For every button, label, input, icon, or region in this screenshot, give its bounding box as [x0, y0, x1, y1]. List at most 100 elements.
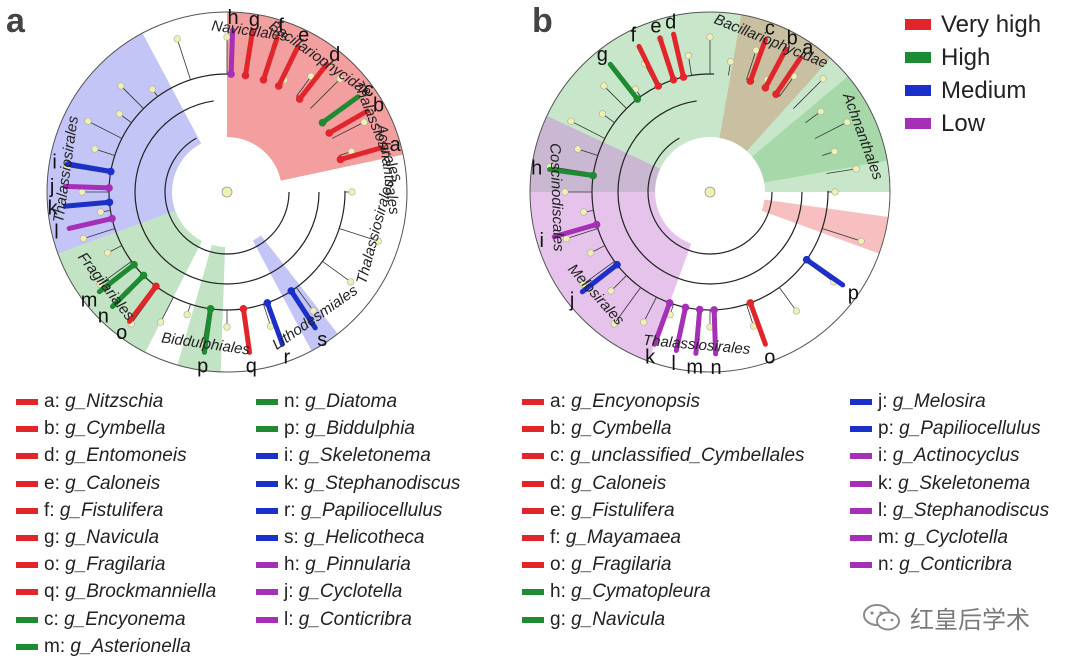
legend-item: i: g_Actinocyclus	[850, 444, 1020, 468]
legend-genus: g_Pinnularia	[305, 554, 411, 576]
legend-item: g: g_Navicula	[522, 608, 665, 632]
panel-a-biomarker-node-b	[325, 129, 333, 137]
panel-b-branch	[570, 120, 606, 139]
panel-b-biomarker-label-g: g	[597, 44, 608, 66]
legend-genus: g_Conticribra	[899, 554, 1013, 576]
panel-a-biomarker-node-o	[152, 282, 160, 291]
panel-a-biomarker-bar-k	[63, 199, 112, 209]
panel-b-biomarker-node-n	[710, 306, 718, 314]
legend-genus: g_Asterionella	[70, 635, 191, 657]
legend-swatch	[16, 507, 38, 514]
legend-swatch	[522, 616, 544, 623]
panel-b-biomarker-label-c: c	[765, 18, 775, 40]
panel-a-outer-ring	[46, 11, 408, 373]
legend-item: q: g_Brockmanniella	[16, 580, 216, 604]
panel-a-biomarker-node-q	[239, 305, 248, 313]
legend-swatch	[850, 399, 872, 405]
panel-b-branch	[582, 261, 615, 285]
legend-item: c: g_Encyonema	[16, 608, 186, 632]
panel-a-biomarker-node-g	[241, 71, 250, 80]
panel-b-leaf-node	[600, 82, 608, 90]
legend-item: b: g_Cymbella	[16, 417, 165, 441]
legend-swatch	[256, 562, 278, 569]
watermark: 红皇后学术	[862, 600, 1030, 635]
panel-a-clade-sector-2	[245, 22, 355, 154]
legend-genus: g_Navicula	[571, 608, 666, 630]
panel-a-biomarker-label-g: g	[249, 9, 260, 31]
panel-b-tree-arc-0	[647, 129, 773, 255]
legend-genus: g_Cymatopleura	[571, 581, 711, 603]
legend-swatch	[850, 562, 872, 569]
legend-code: l:	[284, 608, 299, 630]
panel-b-biomarker-node-e	[669, 75, 678, 84]
panel-a-branch	[322, 261, 352, 283]
panel-b-leaf-node	[561, 188, 569, 196]
panel-a-leaf-node	[360, 118, 368, 126]
legend-genus: g_Fragilaria	[571, 554, 672, 576]
panel-b-biomarker-label-k: k	[645, 346, 656, 368]
panel-a-leaf-node	[84, 117, 92, 125]
panel-a-biomarker-label-q: q	[246, 355, 257, 377]
panel-a-leaf-node	[157, 318, 165, 326]
panel-b-branch	[613, 287, 641, 325]
panel-b-leaf-node	[567, 117, 575, 125]
panel-b-leaf-node	[574, 145, 582, 153]
panel-b-leaf-node	[607, 287, 615, 295]
panel-a-branch	[99, 261, 132, 285]
panel-b-tree-arc-1	[617, 99, 803, 285]
panel-b-biomarker-bar-h	[547, 166, 596, 179]
legend-item: k: g_Skeletonema	[850, 472, 1030, 496]
panel-b-biomarker-label-o: o	[764, 346, 775, 368]
legend-code: n:	[878, 554, 900, 576]
panel-b-biomarker-bar-f	[636, 43, 661, 89]
legend-genus: g_Caloneis	[571, 472, 667, 494]
panel-a-biomarker-node-n	[139, 271, 148, 280]
panel-a-tree-arc-1	[134, 99, 320, 285]
legend-genus: g_Brockmanniella	[65, 581, 217, 603]
legend-swatch	[850, 426, 872, 433]
level-swatch	[905, 118, 931, 129]
panel-a-biomarker-bar-c	[319, 94, 361, 126]
panel-a-biomarker-bar-g	[242, 29, 255, 78]
legend-code: e:	[44, 472, 66, 494]
panel-a-leaf-node	[223, 323, 231, 331]
legend-genus: g_Conticribra	[298, 608, 412, 630]
panel-b-biomarker-bar-a	[773, 55, 804, 97]
legend-code: l:	[878, 499, 893, 521]
panel-a-leaf-node	[91, 145, 99, 153]
legend-item: d: g_Caloneis	[522, 472, 666, 496]
panel-b-leaf-node	[843, 118, 851, 126]
panel-b-branch	[779, 287, 797, 312]
panel-a-biomarker-node-r	[263, 299, 272, 307]
panel-b-branch	[566, 228, 598, 240]
legend-swatch	[16, 562, 38, 569]
panel-b-biomarker-node-k	[665, 299, 674, 307]
legend-swatch	[256, 507, 278, 514]
panel-a-biomarker-label-l: l	[54, 221, 58, 243]
panel-b-biomarker-bar-g	[607, 61, 640, 102]
panel-a-biomarker-label-o: o	[116, 322, 127, 344]
legend-swatch	[256, 616, 278, 623]
panel-b-biomarker-node-c	[746, 77, 755, 85]
panel-a-branch	[331, 121, 365, 139]
panel-a-biomarker-node-m	[130, 260, 138, 269]
panel-letter-b: b	[532, 2, 553, 40]
panel-a-biomarker-bar-b	[326, 108, 370, 136]
panel-b-leaf-node	[610, 320, 618, 328]
legend-code: e:	[550, 499, 572, 521]
legend-code: i:	[878, 445, 893, 467]
legend-genus: g_Caloneis	[65, 472, 161, 494]
legend-genus: g_Cyclotella	[904, 527, 1008, 548]
panel-b-biomarker-bar-i	[551, 222, 600, 240]
legend-item: j: g_Melosira	[850, 390, 986, 414]
legend-code: f:	[44, 499, 60, 521]
legend-swatch	[16, 589, 38, 596]
panel-a-clade-sector-4	[46, 33, 202, 254]
legend-code: j:	[878, 391, 893, 412]
legend-item: j: g_Cyclotella	[256, 580, 402, 604]
legend-code: p:	[878, 418, 900, 440]
panel-b-biomarker-bar-k	[652, 300, 673, 347]
legend-genus: g_Papiliocellulus	[899, 418, 1041, 440]
panel-a-biomarker-bar-m	[96, 262, 137, 295]
